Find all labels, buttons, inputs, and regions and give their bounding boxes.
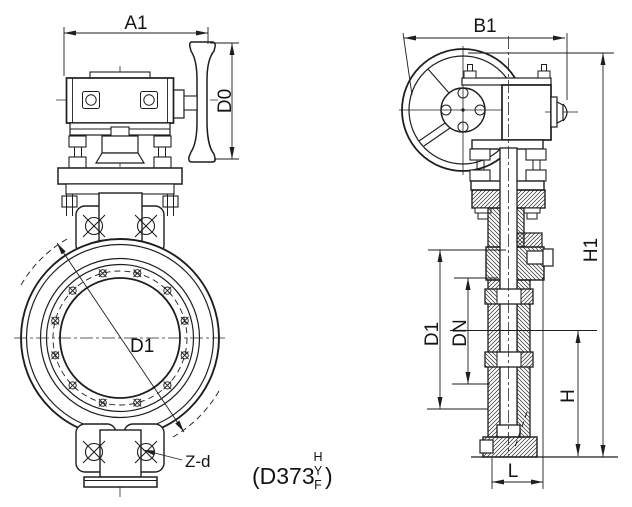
dim-l: L bbox=[491, 277, 544, 489]
leader-zd: Z-d bbox=[142, 449, 211, 471]
caption-suffix: ) bbox=[325, 463, 333, 489]
front-gearbox-top-plate bbox=[89, 71, 151, 79]
front-base-flange bbox=[83, 476, 158, 488]
dim-d1-front: D1 bbox=[56, 242, 185, 433]
dim-h: H bbox=[558, 330, 581, 457]
handwheel-spoke bbox=[427, 68, 450, 94]
handwheel-spoke bbox=[423, 127, 451, 147]
dim-d0: D0 bbox=[210, 42, 239, 160]
front-gearbox bbox=[65, 71, 175, 124]
front-top-flange bbox=[57, 167, 183, 185]
side-gearbox bbox=[461, 64, 578, 141]
dim-a1: A1 bbox=[63, 13, 209, 76]
front-dashed-arc-topleft bbox=[20, 238, 68, 286]
front-dashed-arc-bottomright bbox=[172, 390, 220, 438]
lug-bolt-marks bbox=[82, 214, 158, 464]
side-gearbox-bolt bbox=[537, 70, 551, 79]
front-stem-skirt bbox=[94, 152, 146, 164]
label-dn: DN bbox=[450, 319, 471, 346]
front-gearbox-bolt-left bbox=[82, 91, 100, 109]
label-l: L bbox=[508, 461, 519, 482]
front-stud-nut bbox=[68, 135, 87, 148]
label-d0: D0 bbox=[215, 89, 236, 113]
handwheel-spoke bbox=[418, 122, 446, 142]
dim-d1-side: D1 bbox=[422, 249, 506, 410]
label-b1: B1 bbox=[473, 16, 496, 37]
side-gearbox-top-plate bbox=[461, 77, 552, 86]
label-h1: H1 bbox=[581, 238, 602, 262]
neck-step bbox=[516, 232, 543, 248]
bottom-bolt bbox=[479, 439, 494, 454]
front-stud-nut bbox=[153, 135, 172, 148]
label-a1: A1 bbox=[124, 13, 147, 34]
input-shaft-cone bbox=[556, 101, 564, 124]
label-zd: Z-d bbox=[185, 452, 211, 471]
input-shaft-plate bbox=[550, 96, 558, 128]
dim-h1: H1 bbox=[468, 52, 614, 458]
packing-gland bbox=[526, 250, 544, 265]
front-wheel-shaft-block bbox=[172, 89, 185, 119]
disc-hub-upper bbox=[484, 288, 534, 305]
front-handwheel bbox=[172, 41, 216, 163]
front-wheel-shaft bbox=[183, 95, 198, 111]
label-h: H bbox=[558, 389, 579, 403]
caption-stack-y: Y bbox=[314, 464, 323, 478]
front-top-neck bbox=[98, 192, 143, 244]
side-gearbox-body bbox=[501, 84, 552, 141]
dim-b1: B1 bbox=[402, 16, 568, 100]
caption-stack-h: H bbox=[313, 450, 322, 464]
front-stem-block bbox=[101, 135, 139, 154]
side-view: B1 H1 D1 DN H bbox=[399, 16, 618, 489]
label-d1-front: D1 bbox=[130, 336, 154, 357]
gland-bolt-head bbox=[542, 248, 554, 267]
dim-dn: DN bbox=[450, 277, 498, 385]
input-shaft-cap bbox=[562, 103, 568, 122]
front-view: A1 D0 D1 Z-d bbox=[14, 13, 239, 497]
caption-stack-f: F bbox=[314, 478, 322, 492]
front-stud-nut bbox=[68, 156, 87, 169]
front-bottom-neck bbox=[99, 429, 142, 478]
front-stem-cap bbox=[110, 126, 130, 137]
disc-hub-lower bbox=[484, 351, 534, 368]
front-gearbox-bolt-right bbox=[140, 91, 158, 109]
front-stud-nut bbox=[153, 156, 172, 169]
model-caption: (D373 H Y F ) bbox=[252, 450, 333, 492]
side-gearbox-bolt bbox=[463, 70, 477, 79]
front-bottom-foot bbox=[75, 423, 165, 488]
disc-swing-dashed bbox=[513, 411, 528, 451]
caption-prefix: (D373 bbox=[252, 463, 315, 489]
label-d1-side: D1 bbox=[422, 322, 443, 346]
